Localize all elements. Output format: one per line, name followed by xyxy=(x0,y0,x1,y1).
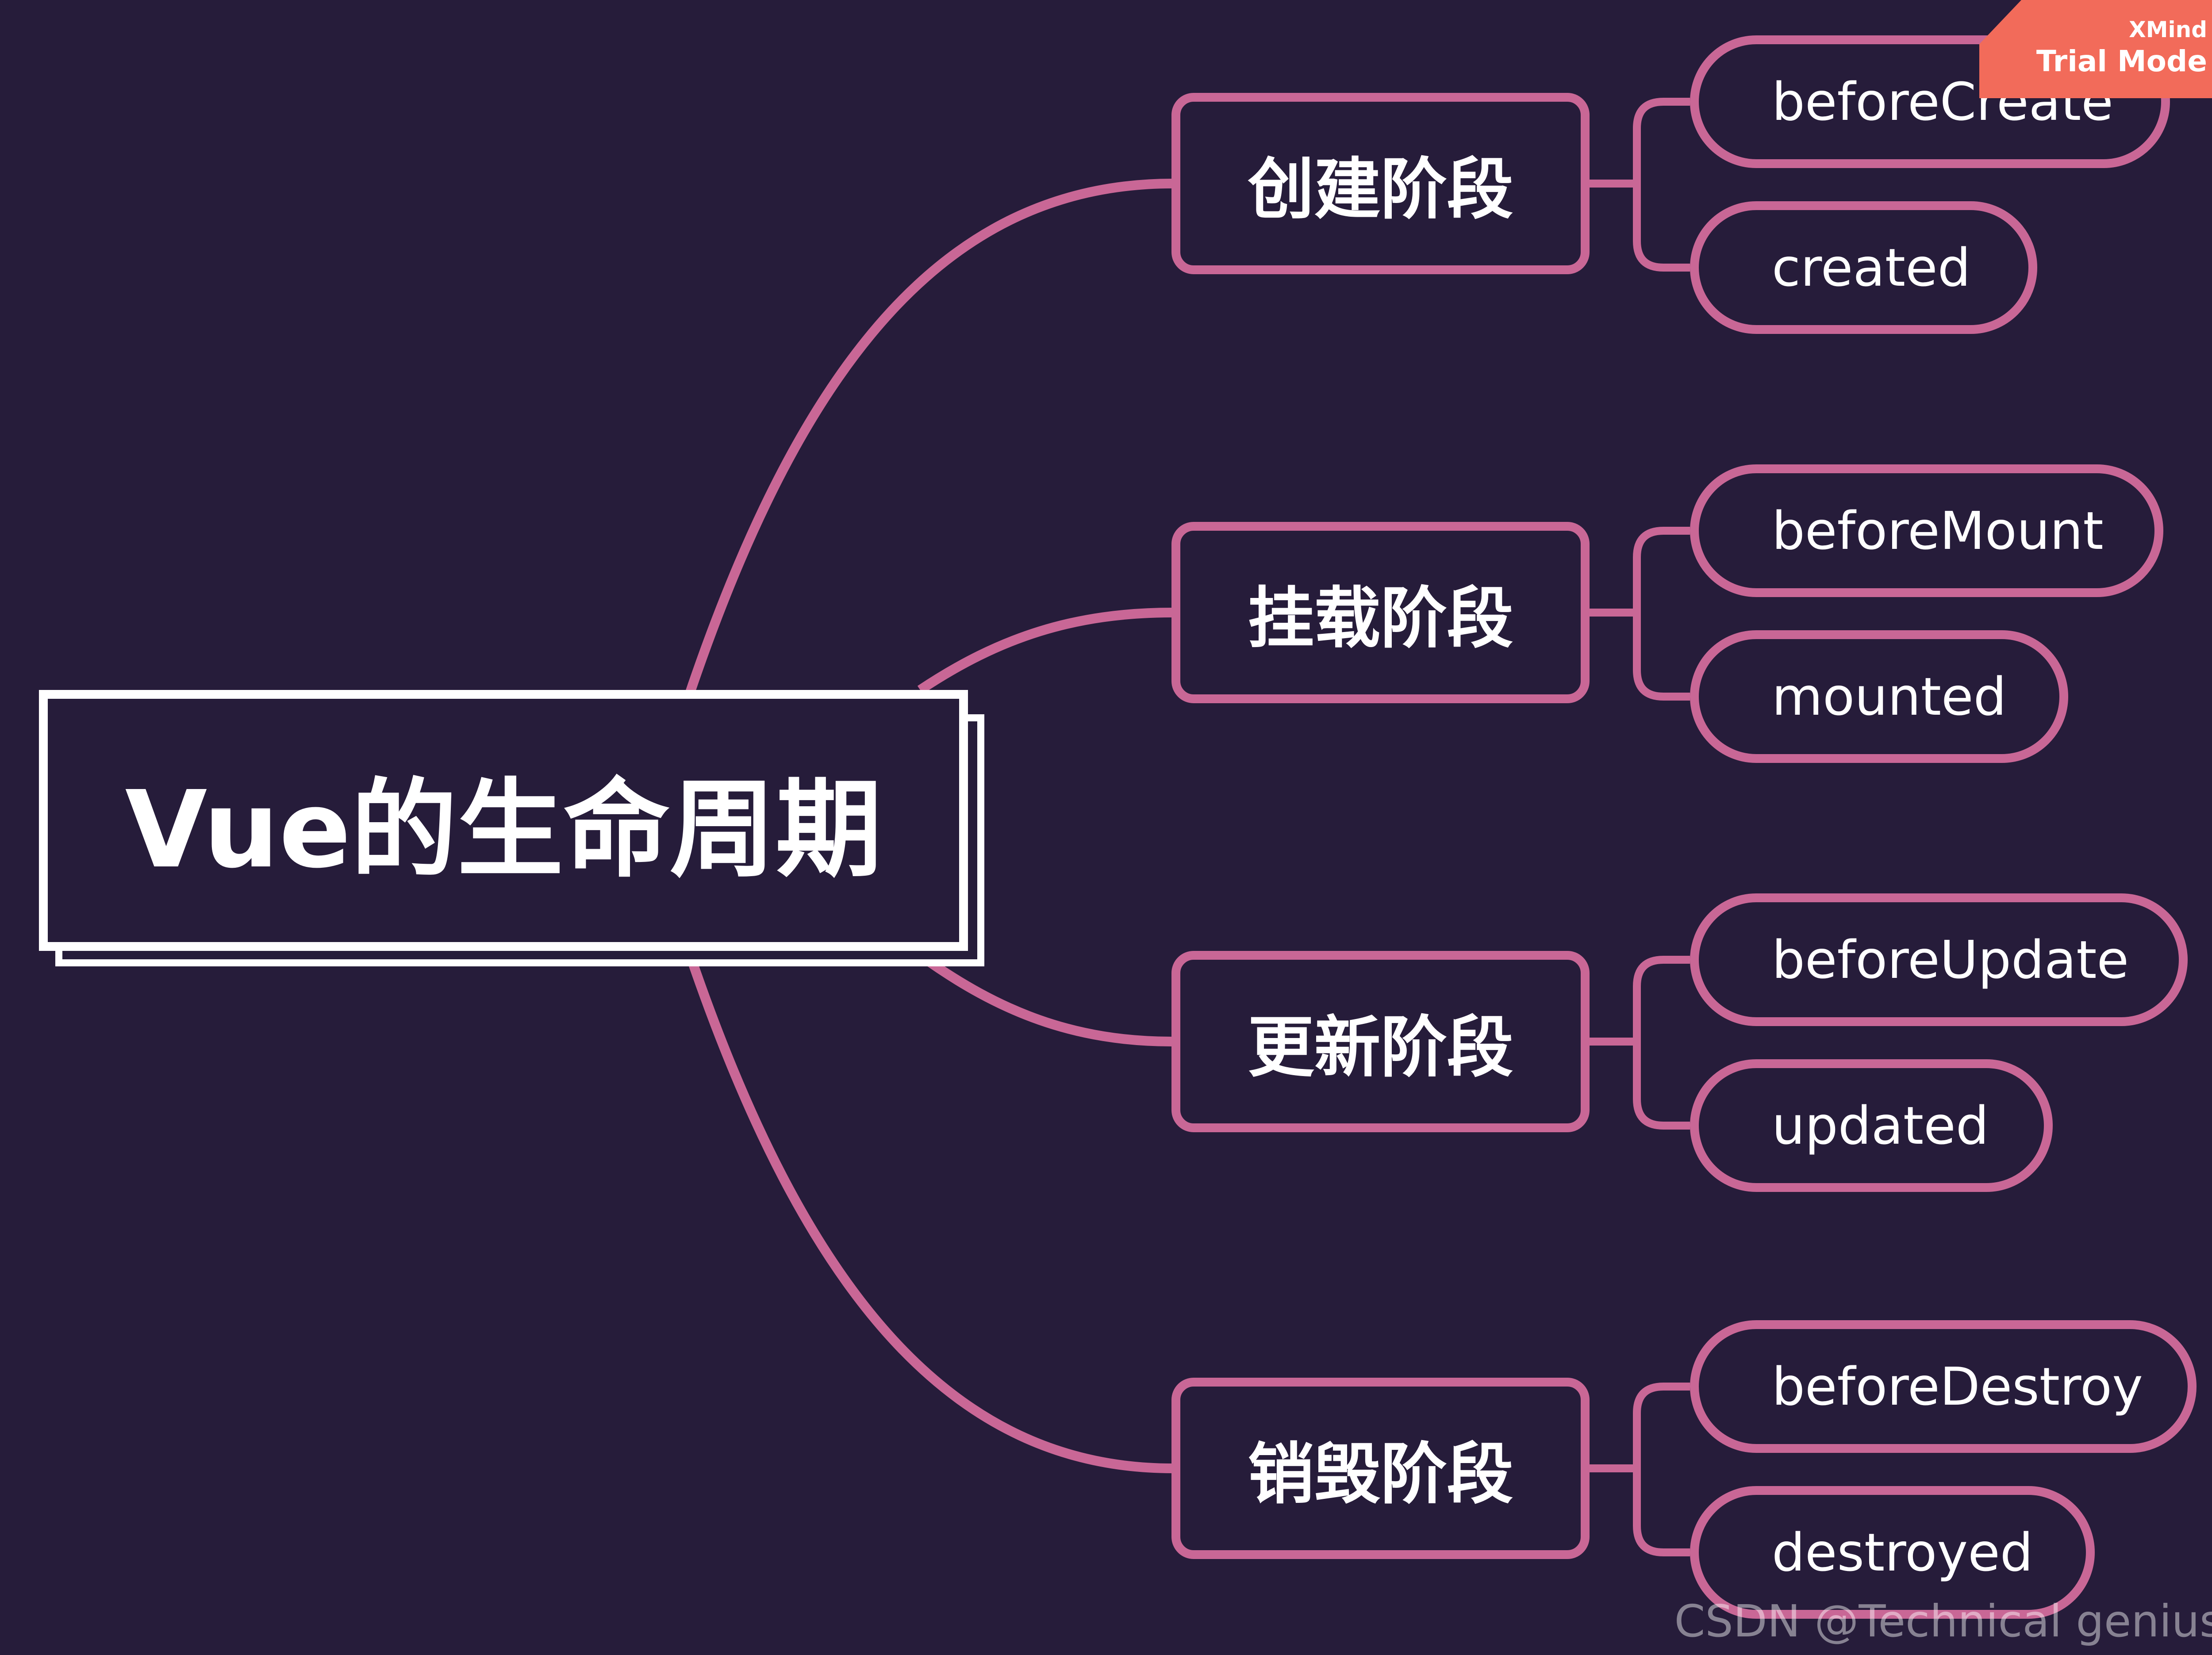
hook-topic-destroyed[interactable]: destroyed xyxy=(1690,1486,2095,1619)
hook-topic-before-mount[interactable]: beforeMount xyxy=(1690,464,2163,597)
root-topic[interactable]: Vue的生命周期 xyxy=(39,690,968,951)
hook-topic-created[interactable]: created xyxy=(1690,201,2037,334)
branch-link-create xyxy=(685,179,1173,694)
stage-topic-label: 销毁阶段 xyxy=(1248,1436,1513,1513)
hook-topic-mounted[interactable]: mounted xyxy=(1690,630,2068,763)
stage-topic-update[interactable]: 更新阶段 xyxy=(1171,951,1590,1132)
stage-topic-label: 更新阶段 xyxy=(1248,1009,1513,1086)
root-topic-label: Vue的生命周期 xyxy=(125,767,882,892)
hook-topic-label: created xyxy=(1772,237,1971,298)
stage-topic-create[interactable]: 创建阶段 xyxy=(1171,93,1590,274)
badge-mode-text: Trial Mode xyxy=(2036,44,2207,78)
branch-link-update xyxy=(917,951,1173,1046)
stage-topic-mount[interactable]: 挂载阶段 xyxy=(1171,522,1590,703)
hook-topic-label: beforeDestroy xyxy=(1772,1356,2143,1417)
bracket-destroy xyxy=(1590,1383,1690,1556)
hook-topic-label: beforeUpdate xyxy=(1772,929,2129,990)
hook-topic-before-destroy[interactable]: beforeDestroy xyxy=(1690,1320,2197,1453)
hook-topic-label: mounted xyxy=(1772,666,2007,727)
bracket-create xyxy=(1590,98,1690,272)
stage-topic-destroy[interactable]: 销毁阶段 xyxy=(1171,1378,1590,1559)
hook-topic-label: beforeMount xyxy=(1772,500,2104,561)
hook-topic-updated[interactable]: updated xyxy=(1690,1059,2053,1192)
watermark-text: CSDN @Technical genius xyxy=(1674,1595,2212,1647)
trial-mode-badge xyxy=(1979,0,2212,98)
hook-topic-label: updated xyxy=(1772,1095,1989,1156)
hook-topic-before-update[interactable]: beforeUpdate xyxy=(1690,893,2188,1026)
bracket-mount xyxy=(1590,527,1690,701)
badge-brand-text: XMind xyxy=(2129,17,2207,42)
stage-topic-label: 挂载阶段 xyxy=(1248,580,1513,657)
branch-link-destroy xyxy=(685,954,1173,1473)
hook-topic-label: destroyed xyxy=(1772,1522,2033,1583)
stage-topic-label: 创建阶段 xyxy=(1248,151,1513,228)
bracket-update xyxy=(1590,956,1690,1130)
branch-link-mount xyxy=(917,608,1173,694)
